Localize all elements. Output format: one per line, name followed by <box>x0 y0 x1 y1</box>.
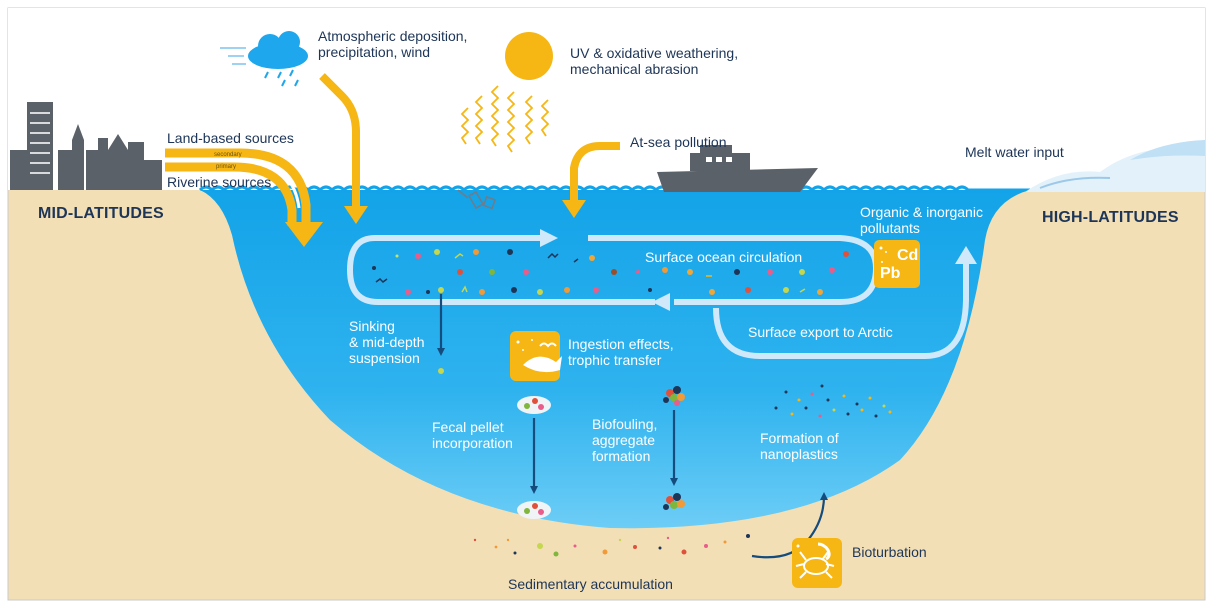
fecal-line-1: Fecal pellet <box>432 419 504 435</box>
uv-line-1: UV & oxidative weathering, <box>570 45 739 61</box>
at-sea-arrow <box>562 142 620 218</box>
surface-export-label: Surface export to Arctic <box>748 324 893 340</box>
sinking-label: Sinking & mid-depth suspension <box>349 318 424 366</box>
ingestion-label: Ingestion effects, trophic transfer <box>568 336 674 368</box>
high-latitudes-label: HIGH-LATITUDES <box>1042 209 1179 226</box>
land-source-arrow <box>165 148 323 247</box>
ship-icon <box>657 145 818 192</box>
biofouling-line-2: aggregate <box>592 432 656 448</box>
uv-label: UV & oxidative weathering, mechanical ab… <box>570 45 738 77</box>
cadmium-symbol: Cd <box>897 247 919 264</box>
ingestion-line-2: trophic transfer <box>568 352 662 368</box>
nanoplastics-line-1: Formation of <box>760 430 839 446</box>
melt-water-label: Melt water input <box>965 144 1064 160</box>
fecal-line-2: incorporation <box>432 435 513 451</box>
secondary-label: secondary <box>214 152 242 158</box>
lead-symbol: Pb <box>880 265 901 282</box>
uv-line-2: mechanical abrasion <box>570 61 699 77</box>
organic-line-2: pollutants <box>860 220 920 236</box>
biofouling-line-3: formation <box>592 448 651 464</box>
heavy-metal-icon <box>874 240 920 288</box>
rain-cloud-icon <box>220 31 308 87</box>
sinking-line-1: Sinking <box>349 318 395 334</box>
fecal-label: Fecal pellet incorporation <box>432 419 513 451</box>
primary-label: primary <box>216 164 237 170</box>
sun-icon <box>505 32 553 80</box>
ocean-waves <box>198 185 1030 193</box>
sedimentary-label: Sedimentary accumulation <box>508 576 673 592</box>
biofouling-label: Biofouling, aggregate formation <box>592 416 657 464</box>
aggregate-bottom <box>663 493 685 510</box>
organic-pollutants-label: Organic & inorganic pollutants <box>860 204 983 236</box>
sinking-line-2: & mid-depth <box>349 334 425 350</box>
circulation-particles <box>372 249 849 295</box>
city-skyline-icon <box>10 102 162 190</box>
surface-circulation-label: Surface ocean circulation <box>645 249 803 265</box>
atmospheric-label: Atmospheric deposition, precipitation, w… <box>318 28 467 60</box>
nanoplastics-line-2: nanoplastics <box>760 446 838 462</box>
crab-icon <box>792 538 842 588</box>
bioturbation-label: Bioturbation <box>852 544 927 560</box>
uv-rays <box>460 85 550 153</box>
sediment-particles <box>473 534 750 557</box>
ocean-basin <box>200 190 1030 529</box>
surface-debris <box>457 189 497 210</box>
nanoplastic-particles <box>774 384 892 418</box>
mid-latitudes-label: MID-LATITUDES <box>38 205 164 222</box>
sinking-line-3: suspension <box>349 350 420 366</box>
land-based-label: Land-based sources <box>167 130 294 146</box>
fecal-pellet-bottom <box>517 501 551 519</box>
fecal-pellet-top <box>517 396 551 414</box>
organic-line-1: Organic & inorganic <box>860 204 983 220</box>
atmospheric-line-2: precipitation, wind <box>318 44 431 60</box>
riverine-label: Riverine sources <box>167 174 272 190</box>
arctic-export-arrow <box>713 246 977 359</box>
ingestion-line-1: Ingestion effects, <box>568 336 674 352</box>
aggregate-top <box>663 386 685 406</box>
atmospheric-arrow <box>319 73 368 224</box>
at-sea-label: At-sea pollution <box>630 134 727 150</box>
sinking-arrow <box>437 294 445 374</box>
nanoplastics-label: Formation of nanoplastics <box>760 430 839 462</box>
biofouling-line-1: Biofouling, <box>592 416 658 432</box>
atmospheric-line-1: Atmospheric deposition, <box>318 28 468 44</box>
fish-bird-icon <box>510 331 562 381</box>
